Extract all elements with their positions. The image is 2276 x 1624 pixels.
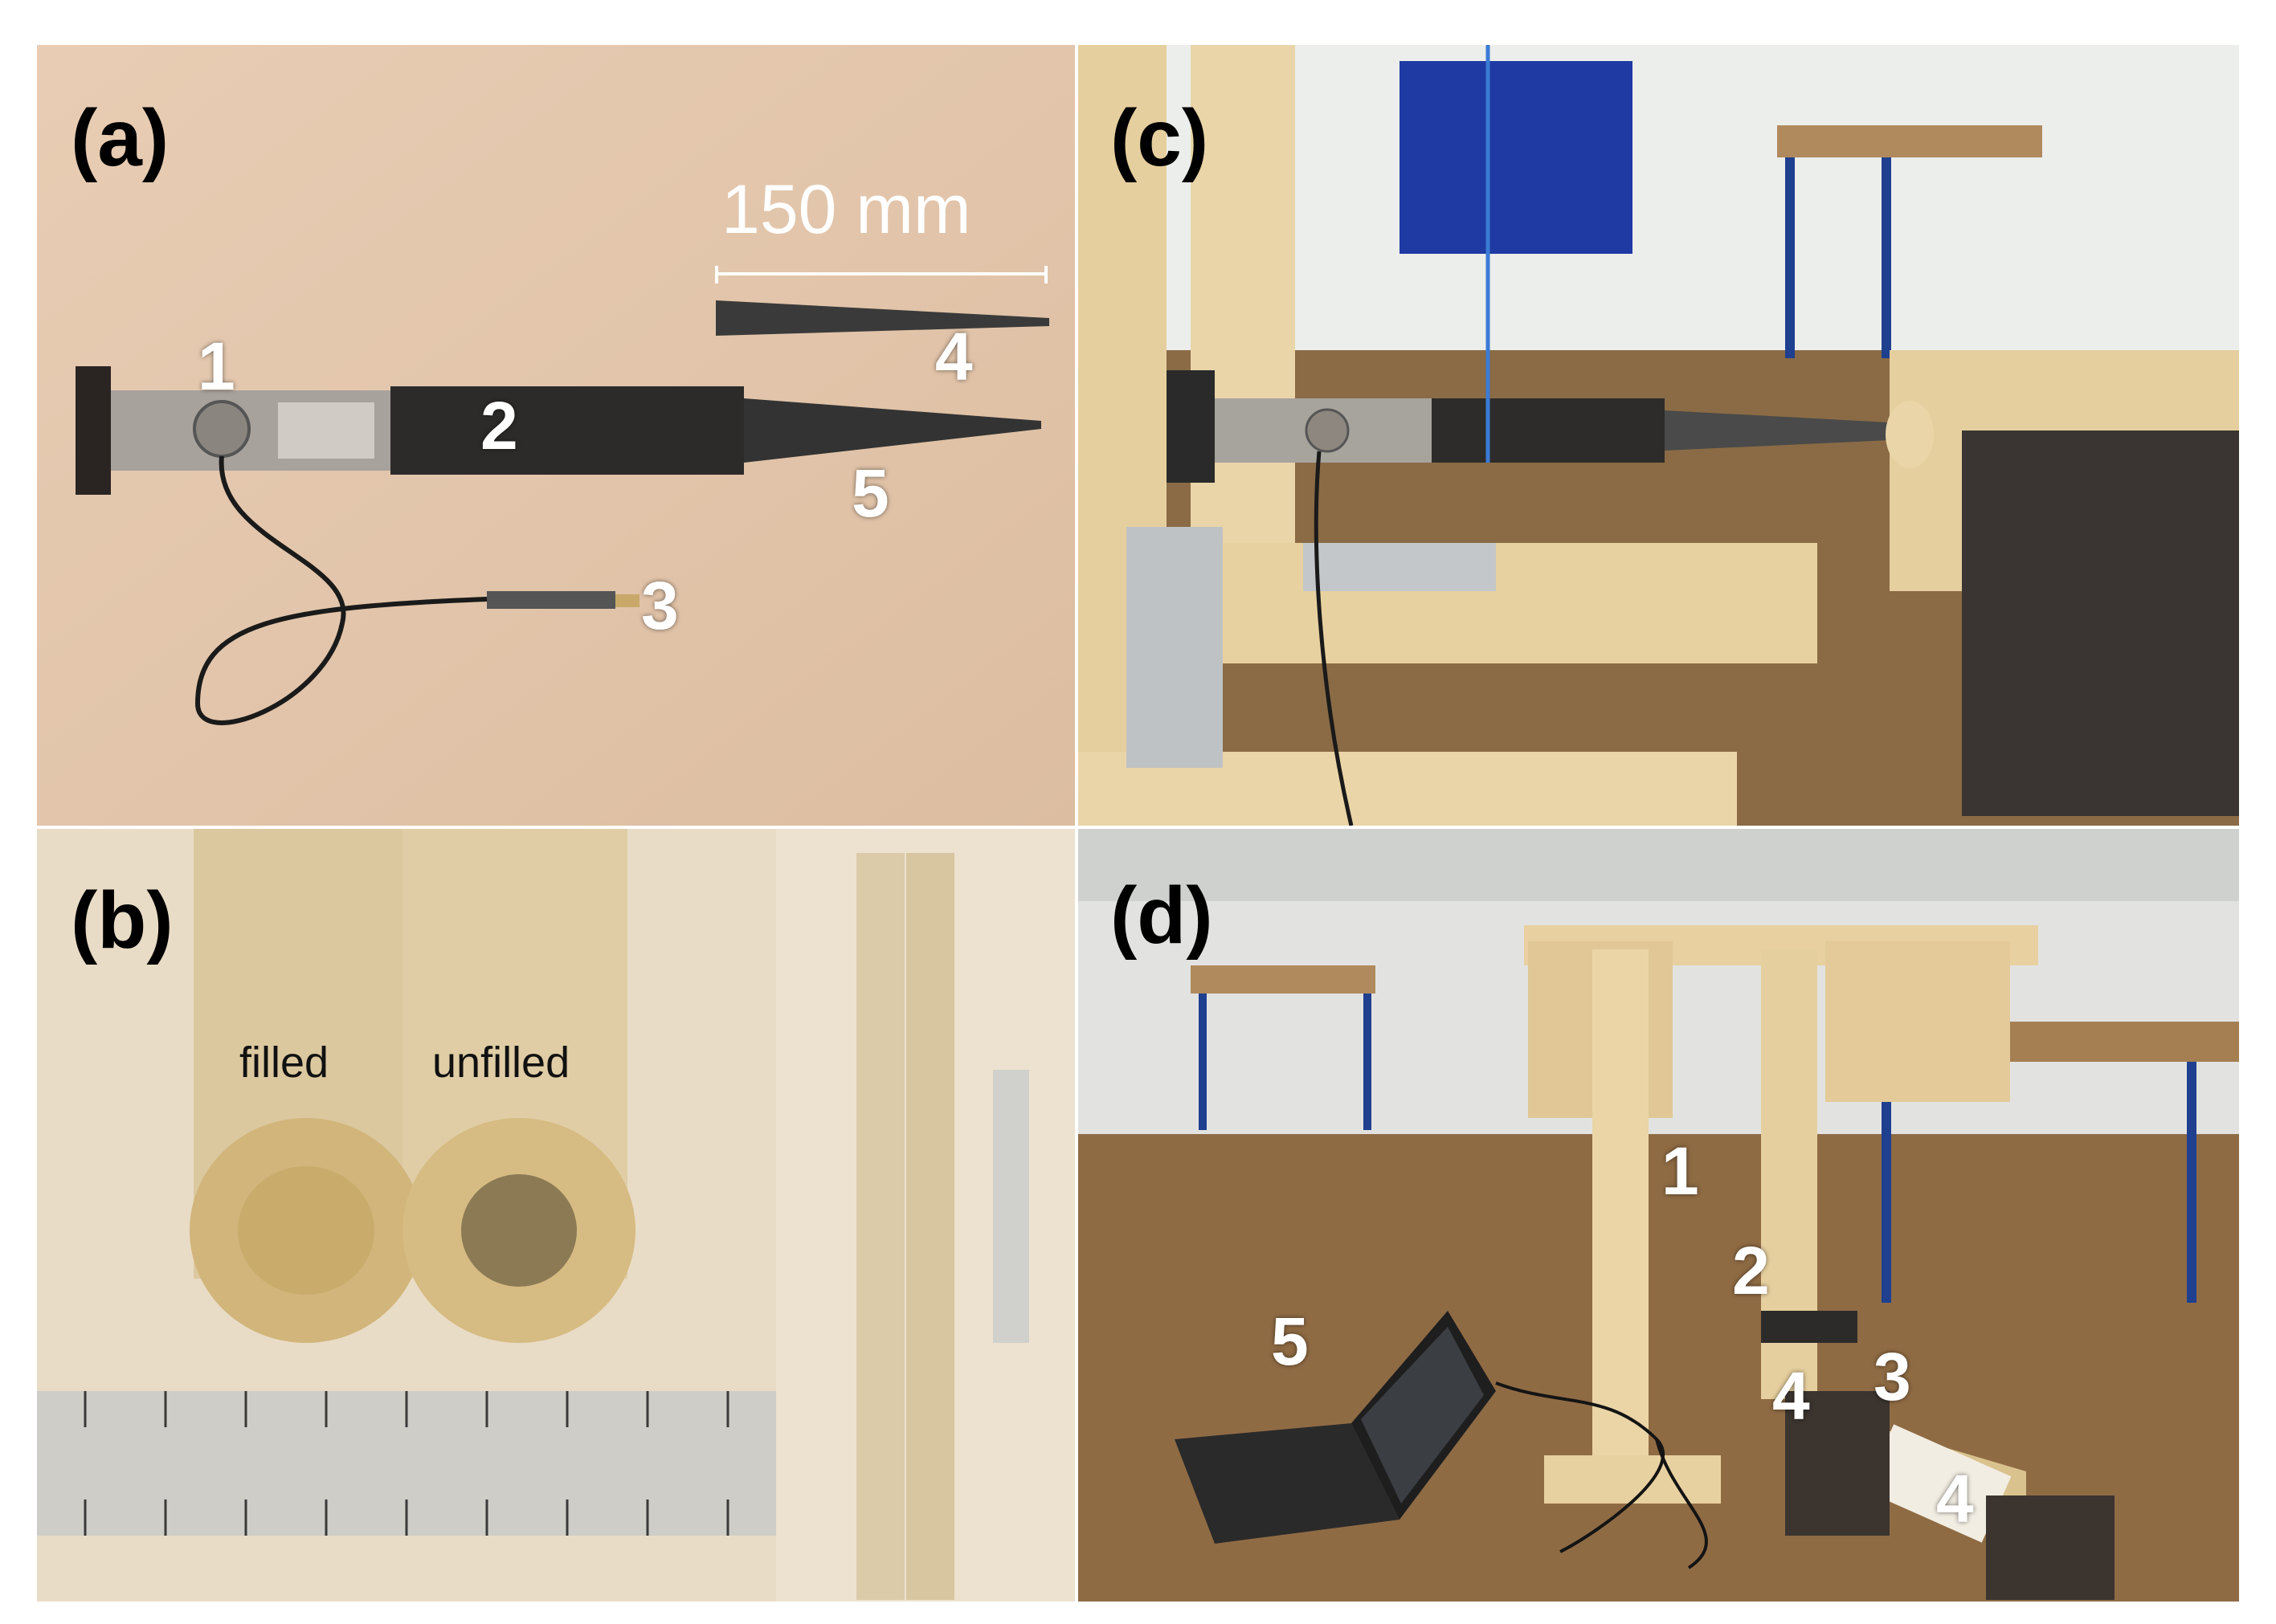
scale-bar-label: 150 mm — [721, 171, 971, 248]
label-filled: filled — [239, 1038, 329, 1087]
sensor-cable — [194, 455, 488, 725]
panel-d-number-4b: 4 — [1936, 1461, 1974, 1536]
panel-d-photo — [1078, 829, 2239, 1602]
panel-a-number-2: 2 — [480, 388, 518, 463]
taper-rod-4 — [716, 300, 1049, 336]
panel-d-number-2: 2 — [1732, 1233, 1770, 1308]
vise-2 — [1986, 1495, 2115, 1600]
panel-b-label: (b) — [71, 875, 174, 965]
panel-a-number-1: 1 — [198, 328, 235, 404]
black-bar — [1432, 398, 1665, 463]
panel-d-number-4a: 4 — [1772, 1358, 1810, 1434]
panel-d: (d) 1 2 3 4 4 5 — [1078, 829, 2239, 1602]
panel-c-photo — [1078, 45, 2239, 826]
panel-d-label: (d) — [1110, 871, 1213, 961]
blue-bin — [1400, 61, 1632, 254]
connector — [487, 591, 615, 609]
bench-vise — [1962, 430, 2239, 816]
steel-plate — [111, 390, 440, 471]
black-bar — [390, 386, 744, 475]
panel-c-label: (c) — [1110, 93, 1209, 183]
panel-a-photo — [37, 45, 1075, 826]
panel-a-number-4: 4 — [935, 319, 973, 394]
taper-rod-5 — [744, 398, 1041, 463]
vise-1 — [1785, 1391, 1890, 1536]
frame-post-left — [1592, 949, 1649, 1495]
panel-b: (b) filled unfilled — [37, 829, 1075, 1602]
panel-d-number-3: 3 — [1874, 1339, 1911, 1414]
label-unfilled: unfilled — [432, 1038, 570, 1087]
panel-a-label: (a) — [71, 93, 170, 183]
panel-b-photo — [37, 829, 1075, 1602]
wood-base — [1191, 543, 1817, 663]
panel-a-number-3: 3 — [641, 568, 679, 643]
panel-d-number-5: 5 — [1271, 1304, 1309, 1379]
panel-d-number-1: 1 — [1661, 1133, 1699, 1209]
panel-a: (a) 150 mm 1 2 3 4 5 — [37, 45, 1075, 826]
sensor-disc — [193, 400, 251, 458]
panel-a-number-5: 5 — [852, 455, 889, 531]
end-block — [76, 366, 111, 495]
panel-c: (c) — [1078, 45, 2239, 826]
laptop — [1175, 1423, 1400, 1544]
